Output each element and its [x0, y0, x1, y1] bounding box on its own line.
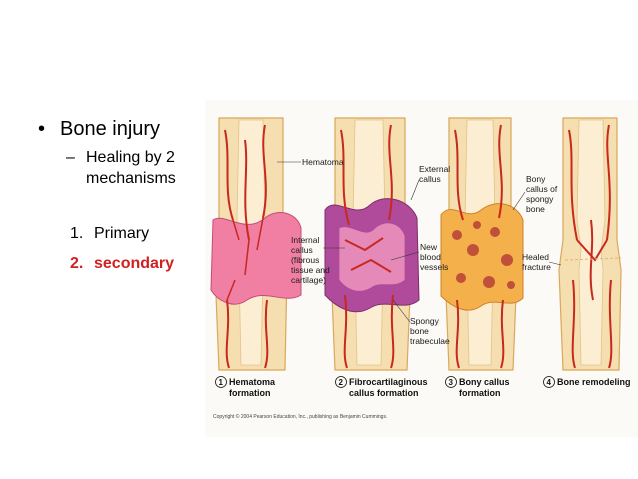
stage2-caption-line2: callus formation [349, 388, 419, 398]
label-internal-callus-1: Internal [291, 235, 319, 245]
stage3-caption-line1: Bony callus [459, 377, 510, 387]
numbered-list: 1. Primary 2. secondary [70, 219, 206, 279]
list-number: 2. [70, 255, 84, 272]
bullet-dot-icon: • [38, 118, 46, 140]
healed-fracture-label: Healed fracture [522, 252, 562, 272]
bullet-list: • Bone injury – Healing by 2 mechanisms … [38, 118, 206, 279]
stage4-number: 4 [547, 378, 552, 387]
internal-callus-label: Internal callus (fibrous tissue and cart… [291, 235, 345, 285]
label-spongy-bone-2: bone [410, 326, 429, 336]
label-spongy-bone-1: Spongy [410, 316, 440, 326]
label-new-blood-vessels-1: New [420, 242, 438, 252]
external-callus-label: External callus [410, 164, 450, 201]
figure-copyright: Copyright © 2004 Pearson Education, Inc.… [213, 413, 387, 420]
bone-healing-figure: Hematoma Internal callus (fibrous tissue… [205, 100, 638, 437]
label-bony-callus-4: bone [526, 204, 545, 214]
list-item-primary: 1. Primary [70, 219, 206, 249]
label-external-callus-1: External [419, 164, 450, 174]
label-internal-callus-2: callus [291, 245, 313, 255]
hematoma-label: Hematoma [277, 157, 344, 167]
label-hematoma: Hematoma [302, 157, 344, 167]
bullet-main-text: Bone injury [60, 118, 161, 140]
stage2-number: 2 [339, 378, 344, 387]
stage4-bone-illustration [558, 117, 622, 371]
stage3-number: 3 [449, 378, 454, 387]
label-healed-fracture-2: fracture [522, 262, 551, 272]
label-internal-callus-5: cartilage) [291, 275, 326, 285]
stage1-caption-line1: Hematoma [229, 377, 276, 387]
sub-bullet-healing: – Healing by 2 mechanisms [66, 147, 206, 189]
new-blood-vessels-label: New blood vessels [390, 242, 448, 272]
label-healed-fracture-1: Healed [522, 252, 549, 262]
label-bony-callus-3: spongy [526, 194, 554, 204]
list-number: 1. [70, 225, 84, 242]
stage4-caption: 4 Bone remodeling [543, 376, 631, 388]
stage-number-circle-icon [335, 376, 347, 388]
bone-healing-diagram: Hematoma Internal callus (fibrous tissue… [210, 117, 631, 420]
list-text: secondary [94, 255, 175, 272]
stage1-number: 1 [219, 378, 224, 387]
stage2-caption: 2 Fibrocartilaginous callus formation [335, 376, 428, 398]
label-internal-callus-4: tissue and [291, 265, 330, 275]
stage1-caption-line2: formation [229, 388, 271, 398]
dash-icon: – [66, 149, 75, 166]
stage3-caption-line2: formation [459, 388, 501, 398]
label-spongy-bone-3: trabeculae [410, 336, 450, 346]
stage1-bone-illustration [210, 117, 302, 371]
label-bony-callus-1: Bony [526, 174, 546, 184]
list-text: Primary [94, 225, 150, 242]
sub-bullet-text: Healing by 2 mechanisms [86, 149, 176, 187]
spongy-bone-label: Spongy bone trabeculae [392, 299, 450, 346]
stage-number-circle-icon [445, 376, 457, 388]
label-new-blood-vessels-3: vessels [420, 262, 448, 272]
stage4-caption-line1: Bone remodeling [557, 377, 631, 387]
bony-callus-label: Bony callus of spongy bone [512, 174, 558, 214]
label-bony-callus-2: callus of [526, 184, 558, 194]
list-item-secondary: 2. secondary [70, 249, 206, 279]
label-external-callus-2: callus [419, 174, 441, 184]
bullet-bone-injury: • Bone injury [38, 118, 206, 141]
stage2-bone-illustration [324, 117, 420, 371]
label-internal-callus-3: (fibrous [291, 255, 319, 265]
label-new-blood-vessels-2: blood [420, 252, 441, 262]
stage-number-circle-icon [215, 376, 227, 388]
stage3-caption: 3 Bony callus formation [445, 376, 510, 398]
stage2-caption-line1: Fibrocartilaginous [349, 377, 428, 387]
stage1-caption: 1 Hematoma formation [215, 376, 276, 398]
stage3-bone-illustration [440, 117, 524, 371]
stage-number-circle-icon [543, 376, 555, 388]
